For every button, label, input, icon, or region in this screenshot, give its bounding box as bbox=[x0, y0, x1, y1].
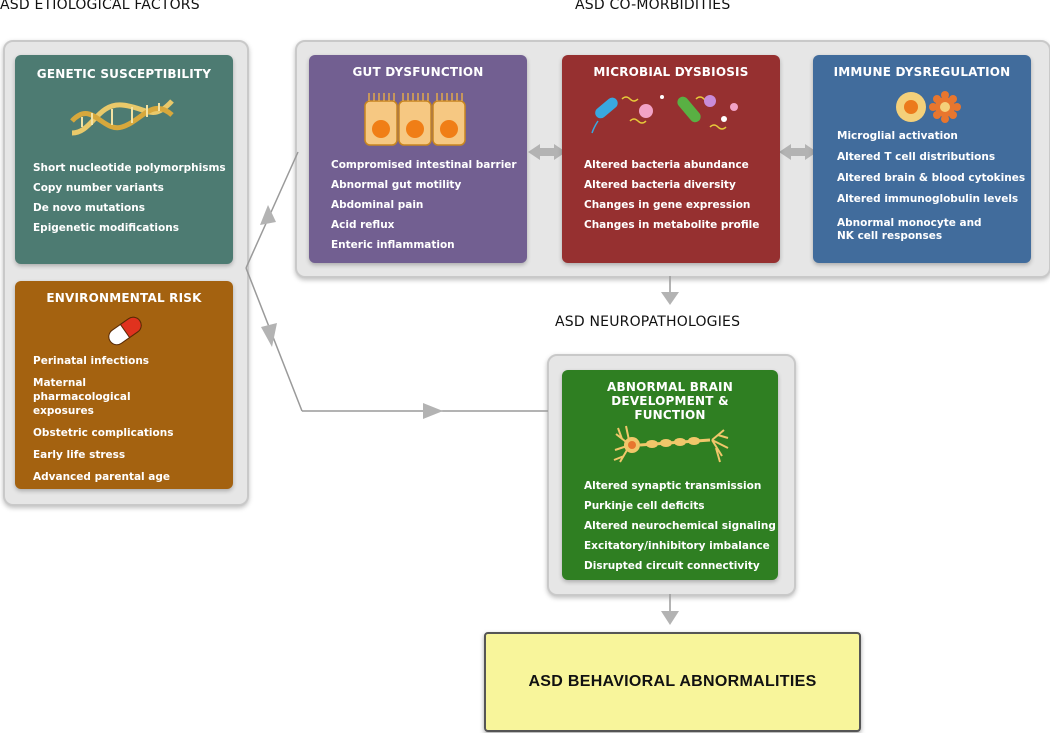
genetic-susceptibility-panel: GENETIC SUSCEPTIBILITY Short nucleotide … bbox=[15, 55, 233, 264]
etiological-factors-heading: ASD ETIOLOGICAL FACTORS bbox=[0, 0, 200, 13]
behavioral-abnormalities-label: ASD BEHAVIORAL ABNORMALITIES bbox=[528, 673, 817, 690]
list-item: Excitatory/inhibitory imbalance bbox=[584, 540, 770, 552]
genetic-susceptibility-list: Short nucleotide polymorphisms Copy numb… bbox=[33, 158, 226, 238]
list-item: Acid reflux bbox=[331, 219, 395, 231]
arrow-down-neuro bbox=[661, 611, 679, 625]
brain-development-panel: ABNORMAL BRAIN DEVELOPMENT & FUNCTION Al… bbox=[562, 370, 778, 580]
list-item: Altered brain & blood cytokines bbox=[837, 172, 1026, 184]
list-item: Advanced parental age bbox=[33, 471, 171, 483]
behavioral-abnormalities-box: ASD BEHAVIORAL ABNORMALITIES bbox=[484, 632, 861, 732]
immune-dysregulation-list: Microglial activation Altered T cell dis… bbox=[837, 130, 1027, 243]
list-item: Short nucleotide polymorphisms bbox=[33, 162, 226, 174]
list-item: Microglial activation bbox=[837, 130, 958, 142]
genetic-susceptibility-title: GENETIC SUSCEPTIBILITY bbox=[36, 67, 212, 81]
brain-development-list: Altered synaptic transmission Purkinje c… bbox=[584, 476, 776, 576]
brain-development-title: ABNORMAL BRAIN DEVELOPMENT & FUNCTION bbox=[607, 380, 733, 422]
list-item: Abnormal gut motility bbox=[331, 179, 462, 191]
list-item: Maternal pharmacological exposures bbox=[33, 377, 131, 417]
neuron-icon bbox=[613, 425, 729, 463]
list-item: Altered neurochemical signaling bbox=[584, 520, 776, 532]
pill-icon bbox=[108, 316, 142, 346]
arrow-down-comorbid bbox=[661, 292, 679, 305]
immune-cells-icon bbox=[896, 91, 961, 123]
list-item: Altered bacteria abundance bbox=[584, 159, 749, 171]
list-item: Altered immunoglobulin levels bbox=[837, 193, 1019, 205]
connector-to-neuropathologies bbox=[245, 267, 303, 412]
dna-icon bbox=[70, 99, 174, 136]
environmental-risk-title: ENVIRONMENTAL RISK bbox=[46, 291, 202, 305]
gut-dysfunction-panel: GUT DYSFUNCTION Compromised intestinal b… bbox=[309, 55, 527, 263]
list-item: Abnormal monocyte and NK cell responses bbox=[837, 217, 982, 242]
immune-dysregulation-title: IMMUNE DYSREGULATION bbox=[833, 65, 1011, 79]
list-item: Abdominal pain bbox=[331, 199, 424, 211]
microbial-dysbiosis-panel: MICROBIAL DYSBIOSIS Altered bacteria abu… bbox=[562, 55, 780, 263]
arrow-up-right bbox=[260, 205, 276, 225]
neuropathologies-heading: ASD NEUROPATHOLOGIES bbox=[555, 314, 741, 330]
immune-dysregulation-panel: IMMUNE DYSREGULATION Microglial activati… bbox=[813, 55, 1031, 263]
list-item: Disrupted circuit connectivity bbox=[584, 560, 760, 572]
list-item: De novo mutations bbox=[33, 202, 145, 214]
microbial-dysbiosis-title: MICROBIAL DYSBIOSIS bbox=[593, 65, 749, 79]
list-item: Perinatal infections bbox=[33, 355, 150, 367]
microbial-dysbiosis-list: Altered bacteria abundance Altered bacte… bbox=[584, 155, 759, 235]
list-item: Changes in metabolite profile bbox=[584, 219, 760, 231]
arrow-right bbox=[423, 403, 443, 419]
list-item: Obstetric complications bbox=[33, 427, 174, 439]
intestinal-cells-icon bbox=[364, 93, 466, 146]
connector-to-comorbidities bbox=[245, 151, 299, 269]
bacteria-icon bbox=[591, 95, 738, 134]
list-item: Compromised intestinal barrier bbox=[331, 159, 517, 171]
list-item: Enteric inflammation bbox=[331, 239, 455, 251]
list-item: Early life stress bbox=[33, 449, 126, 461]
list-item: Altered T cell distributions bbox=[837, 151, 996, 163]
gut-dysfunction-list: Compromised intestinal barrier Abnormal … bbox=[331, 155, 517, 255]
arrow-down-right bbox=[261, 323, 277, 347]
list-item: Epigenetic modifications bbox=[33, 222, 179, 234]
list-item: Purkinje cell deficits bbox=[584, 500, 705, 512]
list-item: Altered synaptic transmission bbox=[584, 480, 762, 492]
list-item: Copy number variants bbox=[33, 182, 164, 194]
environmental-risk-list: Perinatal infections Maternal pharmacolo… bbox=[33, 354, 223, 484]
comorbidities-heading: ASD CO-MORBIDITIES bbox=[575, 0, 731, 13]
list-item: Changes in gene expression bbox=[584, 199, 751, 211]
environmental-risk-panel: ENVIRONMENTAL RISK Perinatal infections … bbox=[15, 281, 233, 489]
list-item: Altered bacteria diversity bbox=[584, 179, 736, 191]
gut-dysfunction-title: GUT DYSFUNCTION bbox=[352, 65, 484, 79]
